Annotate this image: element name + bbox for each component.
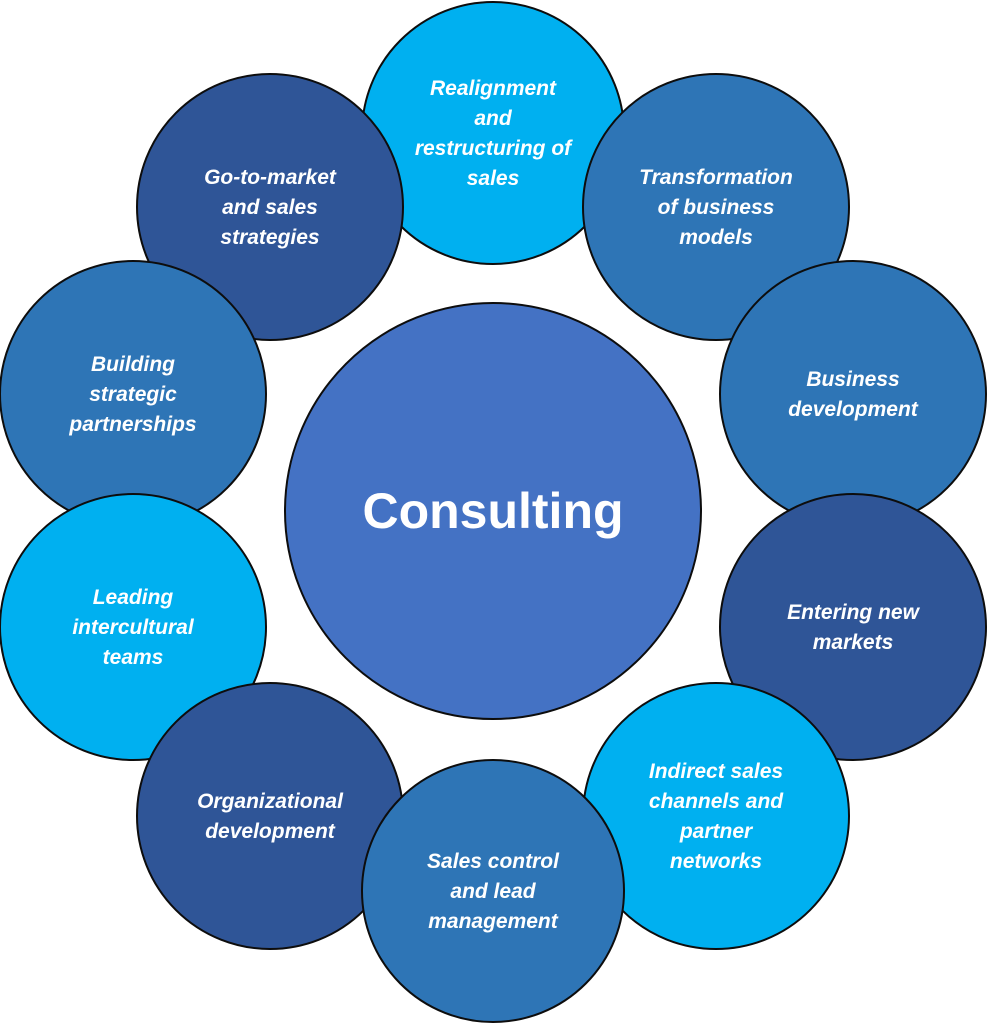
service-intercultural: Leading intercultural teams: [0, 493, 267, 761]
service-label-line: Realignment: [430, 77, 557, 100]
service-label-line: development: [788, 398, 919, 421]
service-circle-business-development: [719, 260, 987, 528]
service-sales-control: Sales control and lead management: [361, 759, 625, 1023]
service-label-line: Entering new: [787, 601, 921, 624]
service-label-line: Indirect sales: [649, 760, 783, 783]
center-hub: Consulting: [284, 302, 702, 720]
service-label-line: networks: [670, 850, 762, 873]
service-circle-sales-control: [361, 759, 625, 1023]
service-label-line: Organizational: [197, 790, 344, 813]
service-label-realignment: Realignment and restructuring of sales: [415, 77, 573, 190]
service-label-new-markets: Entering new markets: [787, 601, 921, 654]
service-organizational: Organizational development: [136, 682, 404, 950]
center-circle: [284, 302, 702, 720]
service-label-line: Building: [91, 353, 175, 376]
service-label-line: partnerships: [68, 413, 196, 436]
service-label-line: of business: [658, 196, 775, 219]
service-circle-new-markets: [719, 493, 987, 761]
service-label-line: and lead: [450, 880, 536, 903]
service-label-line: strategies: [220, 226, 319, 249]
service-label-go-to-market: Go-to-market and sales strategies: [204, 166, 337, 249]
service-label-transformation: Transformation of business models: [639, 166, 793, 249]
service-label-indirect-sales: Indirect sales channels and partner network…: [649, 760, 784, 873]
service-indirect-sales: Indirect sales channels and partner network…: [582, 682, 850, 950]
service-label-line: Sales control: [427, 850, 560, 873]
service-transformation: Transformation of business models: [582, 73, 850, 341]
service-label-line: strategic: [89, 383, 177, 406]
service-label-line: teams: [103, 646, 164, 669]
service-label-line: Transformation: [639, 166, 793, 189]
service-label-partnerships: Building strategic partnerships: [68, 353, 196, 436]
service-circle-go-to-market: [136, 73, 404, 341]
service-label-line: restructuring of: [415, 137, 573, 160]
service-label-line: partner: [679, 820, 754, 843]
service-label-line: and: [474, 107, 513, 130]
service-label-sales-control: Sales control and lead management: [427, 850, 560, 933]
service-circle-transformation: [582, 73, 850, 341]
service-label-line: channels and: [649, 790, 784, 813]
service-label-line: and sales: [222, 196, 318, 219]
service-label-line: management: [428, 910, 559, 933]
service-business-development: Business development: [719, 260, 987, 528]
service-go-to-market: Go-to-market and sales strategies: [136, 73, 404, 341]
service-label-business-development: Business development: [788, 368, 919, 421]
service-label-line: Go-to-market: [204, 166, 337, 189]
service-new-markets: Entering new markets: [719, 493, 987, 761]
service-label-intercultural: Leading intercultural teams: [72, 586, 195, 669]
service-label-line: Leading: [93, 586, 174, 609]
service-label-line: Business: [806, 368, 899, 391]
service-label-line: markets: [813, 631, 894, 654]
service-circle-intercultural: [0, 493, 267, 761]
service-label-line: models: [679, 226, 753, 249]
service-realignment: Realignment and restructuring of sales: [361, 1, 625, 265]
service-label-organizational: Organizational development: [197, 790, 344, 843]
service-label-line: sales: [467, 167, 520, 190]
service-partnerships: Building strategic partnerships: [0, 260, 267, 528]
service-label-line: development: [205, 820, 336, 843]
center-label: Consulting: [362, 483, 623, 539]
service-label-line: intercultural: [72, 616, 195, 639]
